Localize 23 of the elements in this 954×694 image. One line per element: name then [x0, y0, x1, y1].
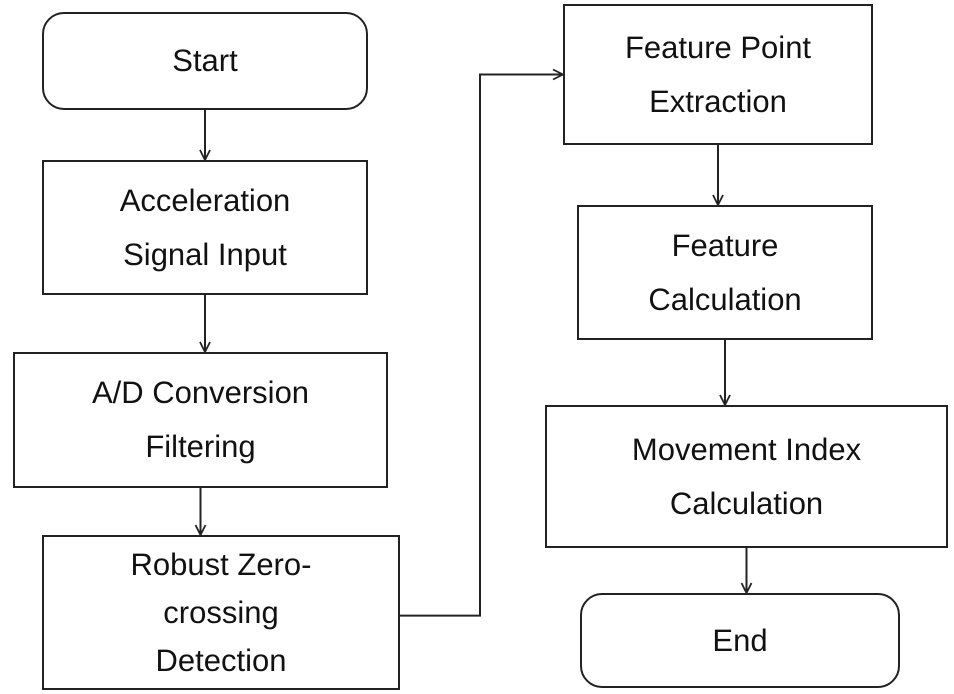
process-box: [577, 205, 873, 340]
arrow: [712, 145, 724, 206]
node-label: Movement Index Calculation: [630, 430, 862, 522]
node-label: Feature Point Extraction: [624, 28, 812, 120]
node-label: Robust Zero-crossing Detection: [130, 546, 312, 680]
terminal-box: [580, 593, 900, 688]
arrow: [194, 488, 206, 536]
node-label: Start: [172, 42, 238, 80]
node-label: End: [712, 622, 768, 660]
process-box: [42, 160, 368, 295]
process-box: [13, 352, 388, 488]
node-label: Acceleration Signal Input: [118, 182, 292, 274]
process-box: [563, 4, 873, 145]
arrow: [740, 548, 752, 594]
terminal-box: [42, 12, 368, 110]
process-box: [42, 535, 400, 690]
arrow: [199, 110, 211, 161]
node-label: A/D Conversion Filtering: [90, 374, 310, 466]
process-box: [545, 405, 948, 548]
arrow: [719, 340, 731, 406]
arrow: [400, 68, 564, 617]
arrow: [199, 295, 211, 353]
node-label: Feature Calculation: [647, 226, 803, 318]
